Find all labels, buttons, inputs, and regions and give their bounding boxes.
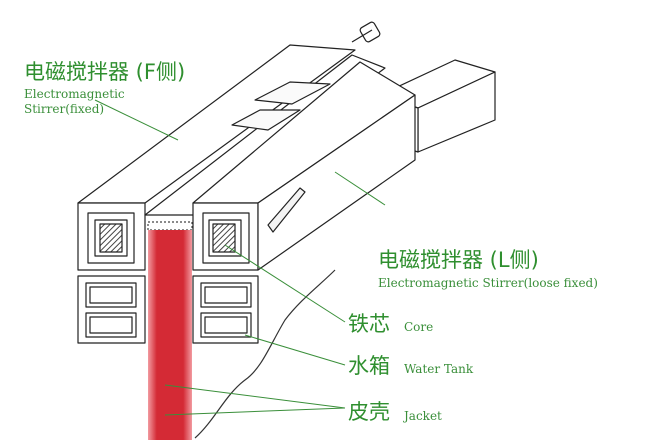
core-label-zh: 铁芯 (348, 312, 390, 336)
l-side-subtitle: Electromagnetic Stirrer(loose fixed) (378, 276, 598, 290)
l-side-side (257, 94, 416, 271)
channel-inner-block-2 (254, 81, 331, 105)
f-side-title: 电磁搅拌器 (F侧) (24, 60, 186, 84)
cut-outline (194, 269, 336, 439)
machine-body (77, 21, 496, 439)
tank-label-en: Water Tank (404, 362, 474, 376)
l-side-title: 电磁搅拌器 (L侧) (378, 248, 539, 272)
jacket-strand (148, 230, 192, 440)
f-side-subtitle-2: Stirrer(fixed) (24, 102, 105, 116)
jacket-label-en: Jacket (404, 409, 442, 423)
rear-connector (359, 21, 381, 43)
leader-lines (94, 99, 386, 416)
mold-top (147, 221, 193, 231)
l-side-slot (267, 187, 306, 233)
channel-inner-block (231, 109, 301, 131)
jacket-label-zh: 皮壳 (348, 400, 390, 424)
l-core-hatch (212, 223, 236, 253)
core-label-en: Core (404, 320, 434, 334)
f-side-subtitle-1: Electromagnetic (24, 87, 125, 101)
tank-label-zh: 水箱 (348, 354, 390, 378)
f-core-hatch (99, 223, 123, 253)
